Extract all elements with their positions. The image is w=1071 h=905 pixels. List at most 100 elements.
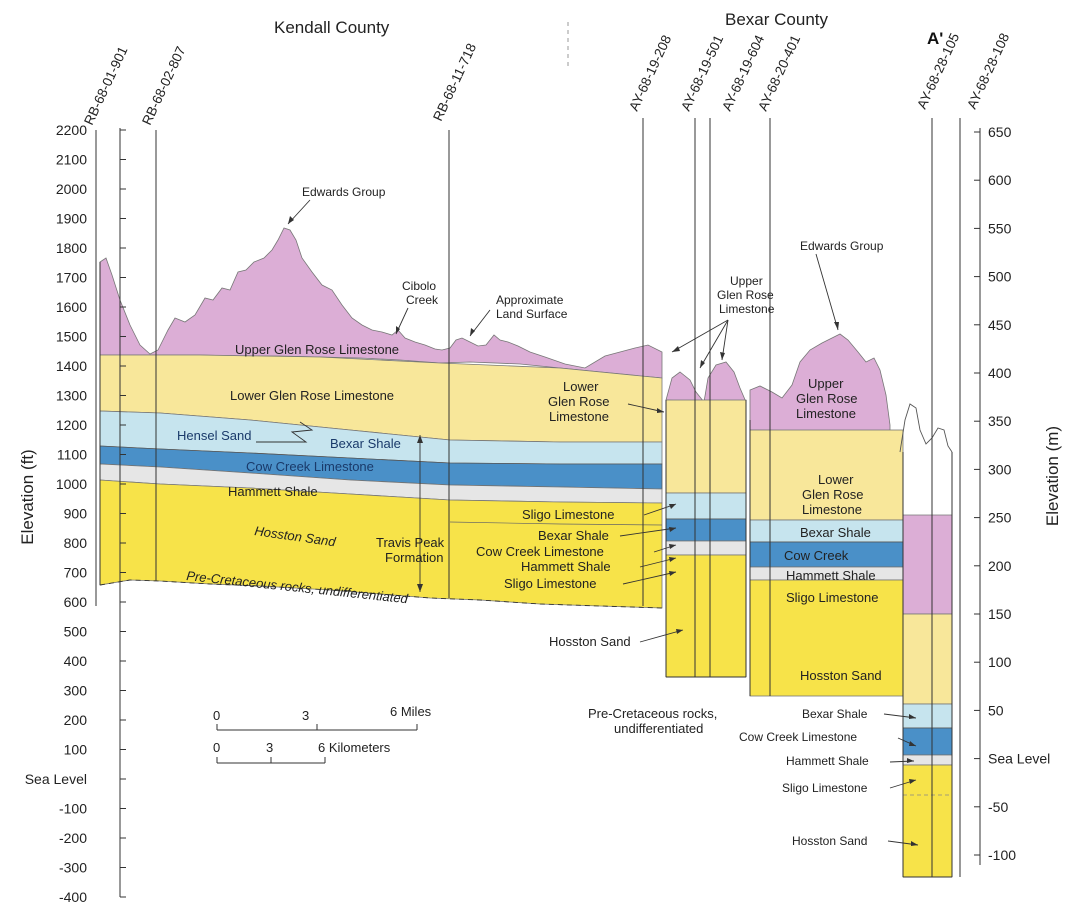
kendall-county-label: Kendall County — [274, 18, 390, 37]
scale-km-0: 0 — [213, 740, 220, 755]
scale-miles-6: 6 Miles — [390, 704, 432, 719]
well-label: RB-68-11-718 — [430, 41, 479, 123]
right-axis-tick-label: 150 — [988, 606, 1012, 622]
lower-glen-rose-label: Limestone — [802, 502, 862, 517]
sligo-limestone-label: Sligo Limestone — [786, 590, 879, 605]
hammett-shale-label: Hammett Shale — [521, 559, 611, 574]
left-axis-tick-label: 1300 — [56, 388, 87, 404]
left-axis-tick-label: 2200 — [56, 122, 87, 138]
left-axis-tick-label: 300 — [64, 683, 88, 699]
upper-glen-rose-right — [749, 333, 891, 433]
left-axis-tick-label: 400 — [64, 653, 88, 669]
cow-creek-mid — [665, 518, 747, 542]
sligo-limestone-label: Sligo Limestone — [504, 576, 597, 591]
scale-bar: 0 3 6 Miles 0 3 6 Kilometers — [213, 704, 432, 764]
well-label: RB-68-02-807 — [139, 44, 188, 127]
left-axis-tick-label: 1500 — [56, 329, 87, 345]
cow-creek-label: Cow Creek — [784, 548, 849, 563]
cow-creek-label: Cow Creek Limestone — [739, 730, 857, 744]
right-axis-tick-label: 300 — [988, 461, 1012, 477]
upper-glen-rose-label: Glen Rose — [717, 288, 774, 302]
right-axis-tick-label: -50 — [988, 799, 1008, 815]
sligo-limestone-label: Sligo Limestone — [782, 781, 868, 795]
hosston-right — [749, 579, 904, 697]
pre-cretaceous-label: Pre-Cretaceous rocks, — [588, 706, 717, 721]
right-axis-tick-label: 50 — [988, 702, 1004, 718]
bexar-shale-label: Bexar Shale — [330, 436, 401, 451]
sligo-limestone-label: Sligo Limestone — [522, 507, 615, 522]
left-axis-tick-label: 1600 — [56, 299, 87, 315]
left-axis-tick-label: 700 — [64, 565, 88, 581]
cow-creek-label: Cow Creek Limestone — [246, 459, 374, 474]
section-end-label: A' — [927, 29, 943, 48]
far-right-section — [899, 403, 953, 878]
hammett-shale-label: Hammett Shale — [786, 568, 876, 583]
lower-glen-rose-label: Limestone — [549, 409, 609, 424]
left-axis-tick-label: 2000 — [56, 181, 87, 197]
hosston-sand-label: Hosston Sand — [549, 634, 631, 649]
well-label: AY-68-19-208 — [626, 33, 674, 113]
hammett-mid — [665, 540, 747, 556]
lower-glen-rose-mid — [665, 399, 747, 494]
left-axis-tick-label: 100 — [64, 742, 88, 758]
right-axis-tick-label: 550 — [988, 220, 1012, 236]
well-label: RB-68-01-901 — [81, 44, 130, 127]
right-axis-tick-label: 100 — [988, 654, 1012, 670]
upper-glen-rose-label: Upper — [730, 274, 763, 288]
scale-km-6: 6 Kilometers — [318, 740, 391, 755]
left-axis-tick-label: 800 — [64, 535, 88, 551]
right-axis-tick-label: 500 — [988, 269, 1012, 285]
lower-glen-rose-far — [902, 613, 953, 705]
bexar-county-label: Bexar County — [725, 10, 828, 29]
right-axis-tick-label: 250 — [988, 510, 1012, 526]
left-axis-tick-label: 600 — [64, 594, 88, 610]
upper-glen-rose-label: Upper Glen Rose Limestone — [235, 342, 399, 357]
right-section — [749, 333, 904, 697]
land-surface-label: Land Surface — [496, 307, 568, 321]
scale-miles-3: 3 — [302, 708, 309, 723]
hosston-mid — [665, 554, 747, 678]
right-axis-title: Elevation (m) — [1043, 426, 1062, 526]
right-axis-tick-label: 650 — [988, 124, 1012, 140]
cibolo-creek-label: Creek — [406, 293, 439, 307]
left-axis: 2200210020001900180017001600150014001300… — [18, 122, 126, 905]
pre-cretaceous-label: undifferentiated — [614, 721, 703, 736]
land-surface-far — [899, 403, 953, 453]
lower-glen-rose-label: Glen Rose — [802, 487, 863, 502]
lower-glen-rose-label: Lower — [818, 472, 854, 487]
right-axis-tick-label: 450 — [988, 317, 1012, 333]
cow-creek-label: Cow Creek Limestone — [476, 544, 604, 559]
travis-peak-label: Travis Peak — [376, 535, 445, 550]
hosston-sand-label: Hosston Sand — [792, 834, 867, 848]
right-axis-tick-label: 400 — [988, 365, 1012, 381]
arrowheads — [288, 216, 918, 846]
left-axis-tick-label: 1200 — [56, 417, 87, 433]
hosston-far — [902, 764, 953, 878]
left-axis-tick-label: -100 — [59, 801, 87, 817]
scale-km-3: 3 — [266, 740, 273, 755]
left-axis-tick-label: 1100 — [57, 447, 87, 463]
left-axis-tick-label: 1900 — [56, 211, 87, 227]
right-axis-tick-label: 200 — [988, 558, 1012, 574]
well-label: AY-68-28-108 — [964, 31, 1012, 111]
hensel-mid — [665, 492, 747, 520]
upper-glen-rose-label: Upper — [808, 376, 844, 391]
upper-glen-rose-far — [902, 514, 953, 615]
left-axis-tick-label: 1700 — [56, 270, 87, 286]
upper-glen-rose-label: Limestone — [719, 302, 775, 316]
hosston-sand-label: Hosston Sand — [800, 668, 882, 683]
hensel-sand-label: Hensel Sand — [177, 428, 251, 443]
upper-glen-rose-label: Glen Rose — [796, 391, 857, 406]
left-section — [99, 227, 663, 609]
right-axis-tick-label: 350 — [988, 413, 1012, 429]
left-axis-tick-label: 900 — [64, 506, 88, 522]
travis-peak-label: Formation — [385, 550, 444, 565]
left-axis-tick-label: -200 — [59, 830, 87, 846]
left-axis-tick-label: 1400 — [56, 358, 87, 374]
scale-miles-0: 0 — [213, 708, 220, 723]
hammett-shale-label: Hammett Shale — [228, 484, 318, 499]
edwards-group-label: Edwards Group — [302, 185, 386, 199]
right-axis-tick-label: -100 — [988, 847, 1016, 863]
lower-glen-rose-label: Lower Glen Rose Limestone — [230, 388, 394, 403]
